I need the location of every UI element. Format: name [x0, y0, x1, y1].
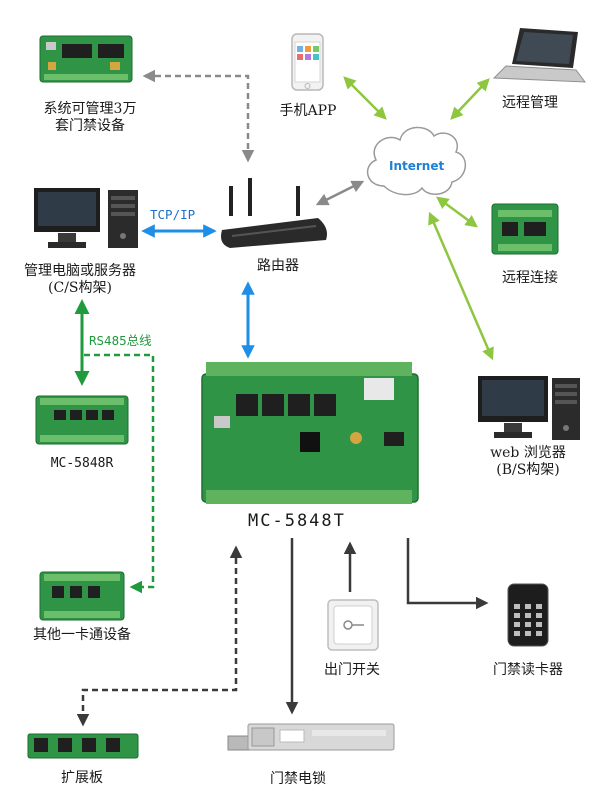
- system-capacity-label: 系统可管理3万 套门禁设备: [18, 101, 162, 135]
- mc5848t-label: MC-5848T: [248, 511, 346, 531]
- mc5848r-board-icon: [35, 395, 129, 445]
- web-browser-label: web 浏览器 (B/S构架): [466, 445, 590, 479]
- mc5848t-board-icon: [201, 362, 419, 504]
- system-capacity-line1: 系统可管理3万: [43, 101, 137, 117]
- server-label-line1: 管理电脑或服务器: [24, 263, 136, 279]
- remote-board-icon: [491, 203, 559, 255]
- link-phone-internet: [343, 76, 387, 120]
- router-label: 路由器: [257, 258, 299, 274]
- remote-manage-label: 远程管理: [502, 95, 558, 111]
- router-icon: [221, 178, 327, 248]
- server-label-line2: (C/S构架): [48, 280, 112, 296]
- card-reader-icon: [507, 583, 549, 647]
- link-internet-remote-manage: [450, 78, 490, 120]
- other-card-board-icon: [39, 571, 125, 621]
- expansion-label: 扩展板: [61, 770, 103, 786]
- link-internet-remote-connect: [435, 196, 479, 228]
- link-controller-reader: [406, 538, 489, 610]
- web-browser-computer-icon: [478, 376, 580, 440]
- server-label: 管理电脑或服务器 (C/S构架): [0, 263, 160, 297]
- exit-switch-icon: [327, 599, 379, 651]
- access-board-icon: [39, 35, 133, 83]
- rs485-label: RS485总线: [89, 333, 152, 348]
- door-lock-icon: [227, 723, 395, 751]
- phone-icon: [291, 33, 324, 91]
- system-capacity-line2: 套门禁设备: [55, 118, 125, 134]
- exit-switch-label: 出门开关: [324, 662, 380, 678]
- remote-connect-label: 远程连接: [502, 270, 558, 286]
- server-computer-icon: [34, 188, 138, 248]
- web-browser-line1: web 浏览器: [490, 445, 566, 461]
- card-reader-label: 门禁读卡器: [493, 662, 563, 678]
- door-lock-label: 门禁电锁: [270, 771, 326, 787]
- phone-app-label: 手机APP: [279, 103, 337, 119]
- link-internet-web: [428, 211, 494, 361]
- other-cards-label: 其他一卡通设备: [33, 627, 131, 643]
- internet-label: Internet: [389, 159, 445, 173]
- link-controller-expansion: [76, 545, 243, 727]
- laptop-icon: [492, 28, 587, 83]
- internet-cloud-icon: [366, 126, 466, 196]
- link-board-router: [142, 69, 255, 163]
- mc5848r-label: MC-5848R: [50, 456, 114, 471]
- web-browser-line2: (B/S构架): [496, 462, 560, 478]
- link-router-internet: [315, 180, 365, 206]
- expansion-board-icon: [27, 733, 139, 759]
- tcp-ip-label: TCP/IP: [150, 207, 196, 222]
